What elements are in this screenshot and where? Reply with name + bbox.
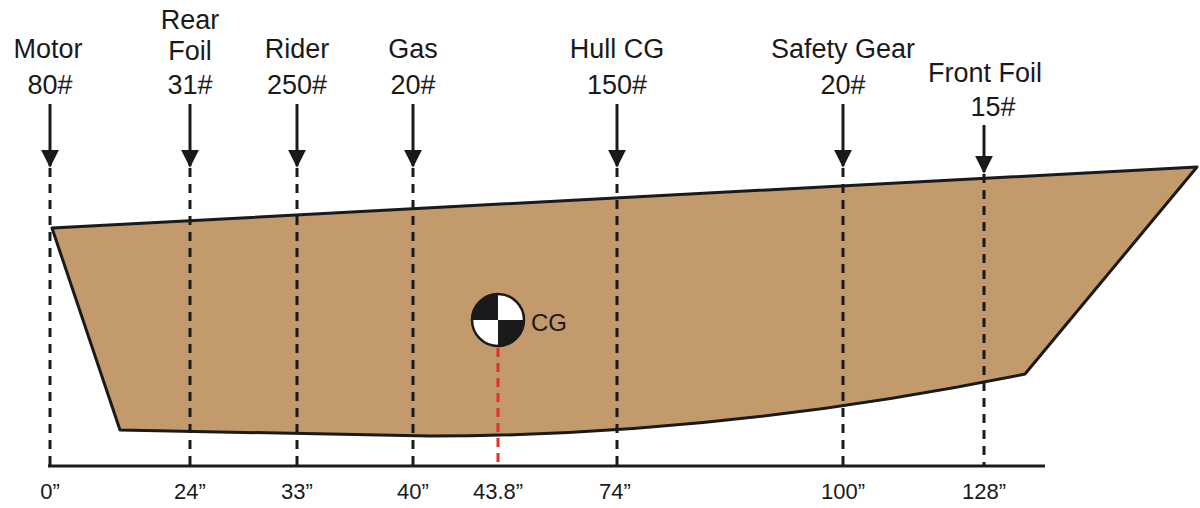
axis-dimension: 74”	[599, 479, 631, 504]
weight-value: 150#	[587, 70, 647, 101]
hull-outline	[52, 167, 1197, 436]
axis-dimension: 0”	[40, 479, 60, 504]
load-arrows	[50, 104, 984, 172]
axis-dimension: 40”	[397, 479, 429, 504]
weight-name: Rider	[265, 34, 330, 65]
axis-dimension: 128”	[962, 479, 1006, 504]
weight-name: Rear Foil	[155, 5, 225, 67]
axis-dimension: 100”	[821, 479, 865, 504]
weight-value: 20#	[390, 70, 435, 101]
weight-name: Hull CG	[570, 34, 665, 65]
weight-name: Gas	[388, 34, 438, 65]
cg-line	[497, 348, 500, 465]
weight-value: 20#	[820, 70, 865, 101]
weight-value: 80#	[27, 70, 72, 101]
station-lines	[50, 168, 984, 465]
weight-value: 15#	[970, 92, 1015, 123]
weight-name: Motor	[13, 34, 82, 65]
axis-dimension: 33”	[281, 479, 313, 504]
axis-dimension: 43.8”	[473, 479, 523, 504]
axis-line	[48, 465, 1045, 468]
weight-value: 250#	[267, 70, 327, 101]
cg-label: CG	[531, 309, 567, 337]
weight-value: 31#	[167, 70, 212, 101]
cg-symbol	[472, 294, 524, 346]
weight-name: Front Foil	[928, 58, 1042, 89]
axis-dimension: 24”	[174, 479, 206, 504]
weight-name: Safety Gear	[771, 34, 915, 65]
